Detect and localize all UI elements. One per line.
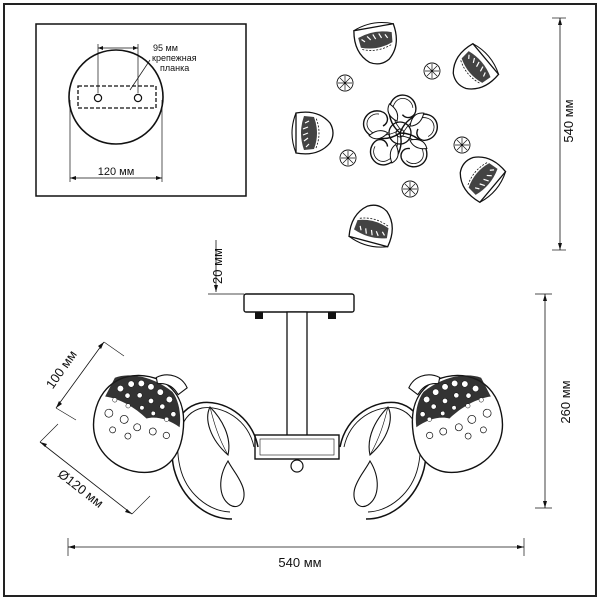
flower-2 [336,74,354,92]
canopy [243,293,355,313]
shade-height-arrow-top [98,342,104,349]
shade-top-4 [346,199,399,252]
right-shade [404,364,510,479]
canopy-dim-arrow [214,285,218,292]
overall-height-label: 260 мм [558,380,573,423]
shade-top-2 [443,39,503,100]
shade-top-1 [351,18,402,68]
width-arrow-right [517,545,524,549]
flower-5 [453,136,471,154]
diameter-arrow-right [156,176,162,180]
top-view [291,18,510,252]
overall-height-dim: 260 мм [535,293,573,509]
canopy-screw-right [328,312,336,319]
top-view-height-label: 540 мм [561,99,576,142]
shade-top-5 [291,111,334,155]
height-arrow-top [543,294,547,301]
screw-hole-right [133,93,143,103]
width-arrow-left [68,545,75,549]
center-body-inner [259,438,335,456]
diameter-arrow-left [70,176,76,180]
shade-height-dim-line [55,341,105,409]
shade-diameter-arrow-bottom [125,509,132,514]
top-view-height-dim: 540 мм [552,17,576,251]
shade-height-label: 100 мм [43,347,80,391]
mounting-bracket-dashed [77,85,157,109]
center-rod [286,311,308,438]
canopy-screw-left [255,312,263,319]
center-body [254,434,340,460]
flower-3 [339,149,357,167]
shade-height-ext-top [103,341,125,357]
left-shade [86,364,192,479]
shade-diameter-arrow-top [40,442,47,447]
top-dim-arrow-top [558,18,562,25]
center-finial [290,459,304,473]
page-frame [3,3,597,597]
overall-width-label: 540 мм [278,555,321,570]
screw-hole-left [93,93,103,103]
flower-4 [401,180,419,198]
diameter-label: 120 мм [98,166,135,178]
canopy-height-dim: 20 мм [208,240,244,295]
shade-diameter-ext-top [39,423,59,443]
canopy-height-label: 20 мм [210,248,225,284]
bracket-leader [129,59,151,91]
spacing-arrow-right [133,46,138,50]
mount-plate-circle [68,49,164,145]
flower-1 [423,62,441,80]
spacing-arrow-left [98,46,103,50]
front-view [86,293,510,520]
left-arm [171,401,259,520]
mount-plate-inset: 95 мм крепежная планка 120 мм [35,23,247,197]
shade-diameter-ext-bottom [131,495,151,515]
height-arrow-bottom [543,501,547,508]
shade-diameter-dim-line [39,441,133,515]
overall-width-dim: 540 мм [67,538,525,570]
inset-frame [35,23,247,197]
shade-top-3 [450,146,510,207]
bracket-label-line2: планка [160,63,189,73]
top-dim-arrow-bottom [558,243,562,250]
spacing-label: 95 мм [153,43,178,53]
shade-height-arrow-bottom [56,401,62,408]
shade-height-ext-bottom [55,407,77,421]
bracket-label-line1: крепежная [152,53,197,63]
